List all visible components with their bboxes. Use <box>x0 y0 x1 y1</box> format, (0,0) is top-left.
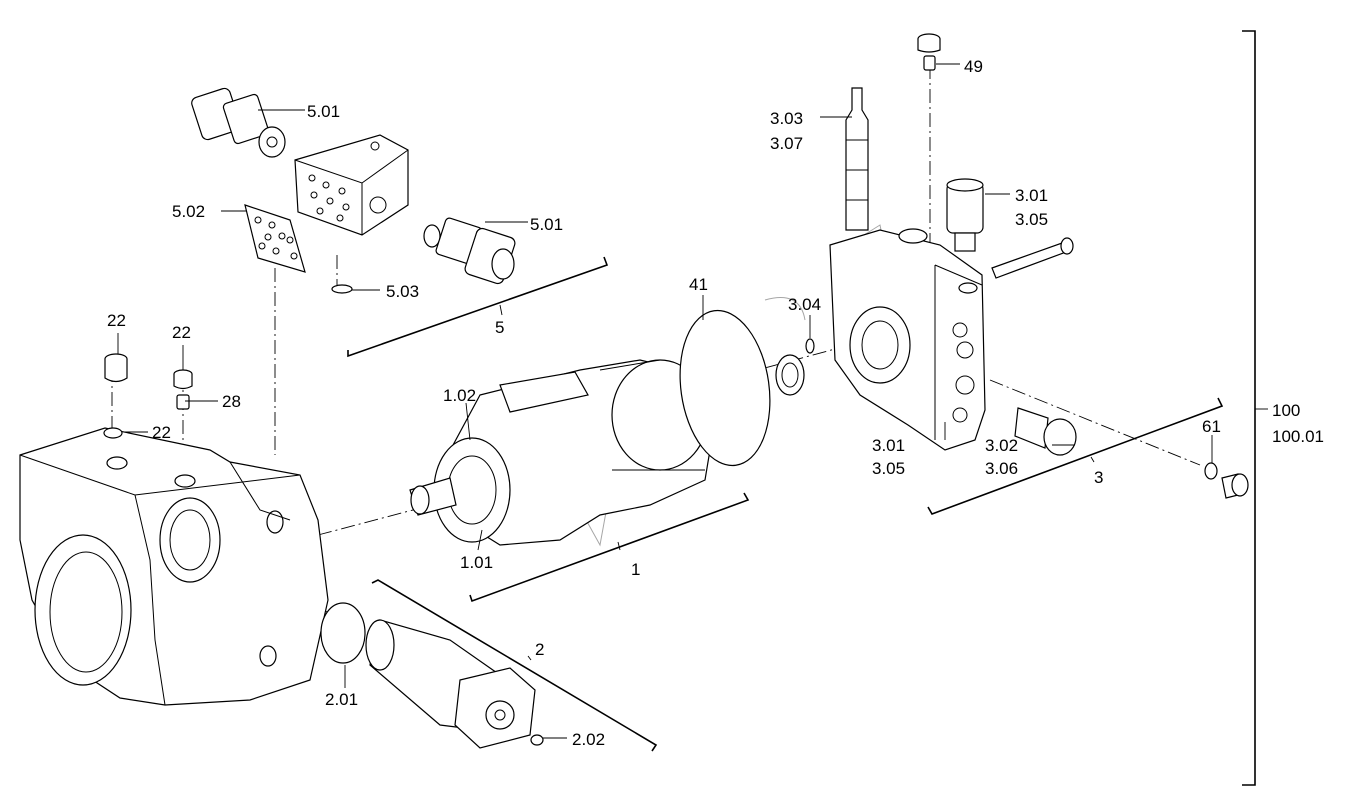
cartridge-3-01-top <box>946 178 984 252</box>
label-5-01-upper: 5.01 <box>307 102 340 121</box>
solenoid-lower <box>423 217 516 285</box>
plug-61 <box>1204 462 1249 499</box>
label-5-03: 5.03 <box>386 282 419 301</box>
spool-3-03 <box>845 87 869 231</box>
label-1-01: 1.01 <box>460 553 493 572</box>
label-2-01: 2.01 <box>325 690 358 709</box>
label-group-3: 3 <box>1094 468 1103 487</box>
label-3-02: 3.02 <box>985 436 1018 455</box>
label-3-03: 3.03 <box>770 109 803 128</box>
gasket-plate <box>244 204 306 273</box>
label-61: 61 <box>1202 417 1221 436</box>
label-group-2: 2 <box>535 640 544 659</box>
group-bracket-3 <box>927 397 1224 515</box>
group-bracket-2 <box>371 579 658 752</box>
group-2-cylinder <box>320 602 544 749</box>
label-41: 41 <box>689 275 708 294</box>
plug-22-left <box>104 353 128 383</box>
valve-block <box>294 134 409 236</box>
label-group-1: 1 <box>631 560 640 579</box>
label-49: 49 <box>964 57 983 76</box>
label-group-5: 5 <box>495 318 504 337</box>
label-22-mid: 22 <box>172 323 191 342</box>
label-5-01-lower: 5.01 <box>530 215 563 234</box>
leader-lines <box>117 63 1268 739</box>
plug-28 <box>176 394 190 410</box>
label-3-01-top: 3.01 <box>1015 186 1048 205</box>
label-2-02: 2.02 <box>572 730 605 749</box>
label-100: 100 <box>1272 401 1300 420</box>
bearing <box>775 354 805 396</box>
plug-49 <box>917 33 941 71</box>
ring-41 <box>679 309 771 467</box>
plug-22-mid <box>173 369 193 390</box>
label-3-05-top: 3.05 <box>1015 210 1048 229</box>
oring-3-04 <box>805 338 815 354</box>
group-bracket-100 <box>1242 30 1256 786</box>
group-bracket-5 <box>347 256 609 358</box>
label-3-06: 3.06 <box>985 459 1018 478</box>
label-3-01-bottom: 3.01 <box>872 436 905 455</box>
solenoid-upper <box>191 87 286 158</box>
group-bracket-1 <box>469 492 750 603</box>
group-5-control-valve <box>191 87 516 294</box>
cartridge-3-02 <box>1014 407 1077 456</box>
label-3-04: 3.04 <box>788 295 821 314</box>
group-3-port-plate <box>829 228 986 451</box>
label-28: 28 <box>222 392 241 411</box>
pump-housing <box>19 427 329 706</box>
bolt <box>991 237 1074 279</box>
oring-5-03 <box>331 284 353 294</box>
label-3-07: 3.07 <box>770 134 803 153</box>
part-labels: 5.01 5.01 5.02 5.03 5 22 22 28 22 1.02 1… <box>107 57 1324 749</box>
oring-2-01 <box>320 602 366 664</box>
label-100-01: 100.01 <box>1272 427 1324 446</box>
label-22-housing: 22 <box>152 423 171 442</box>
label-3-05-bottom: 3.05 <box>872 459 905 478</box>
group-1-rotating-group <box>409 359 741 546</box>
label-5-02: 5.02 <box>172 202 205 221</box>
label-22-left: 22 <box>107 311 126 330</box>
label-1-02: 1.02 <box>443 386 476 405</box>
oring-2-02 <box>530 734 544 746</box>
